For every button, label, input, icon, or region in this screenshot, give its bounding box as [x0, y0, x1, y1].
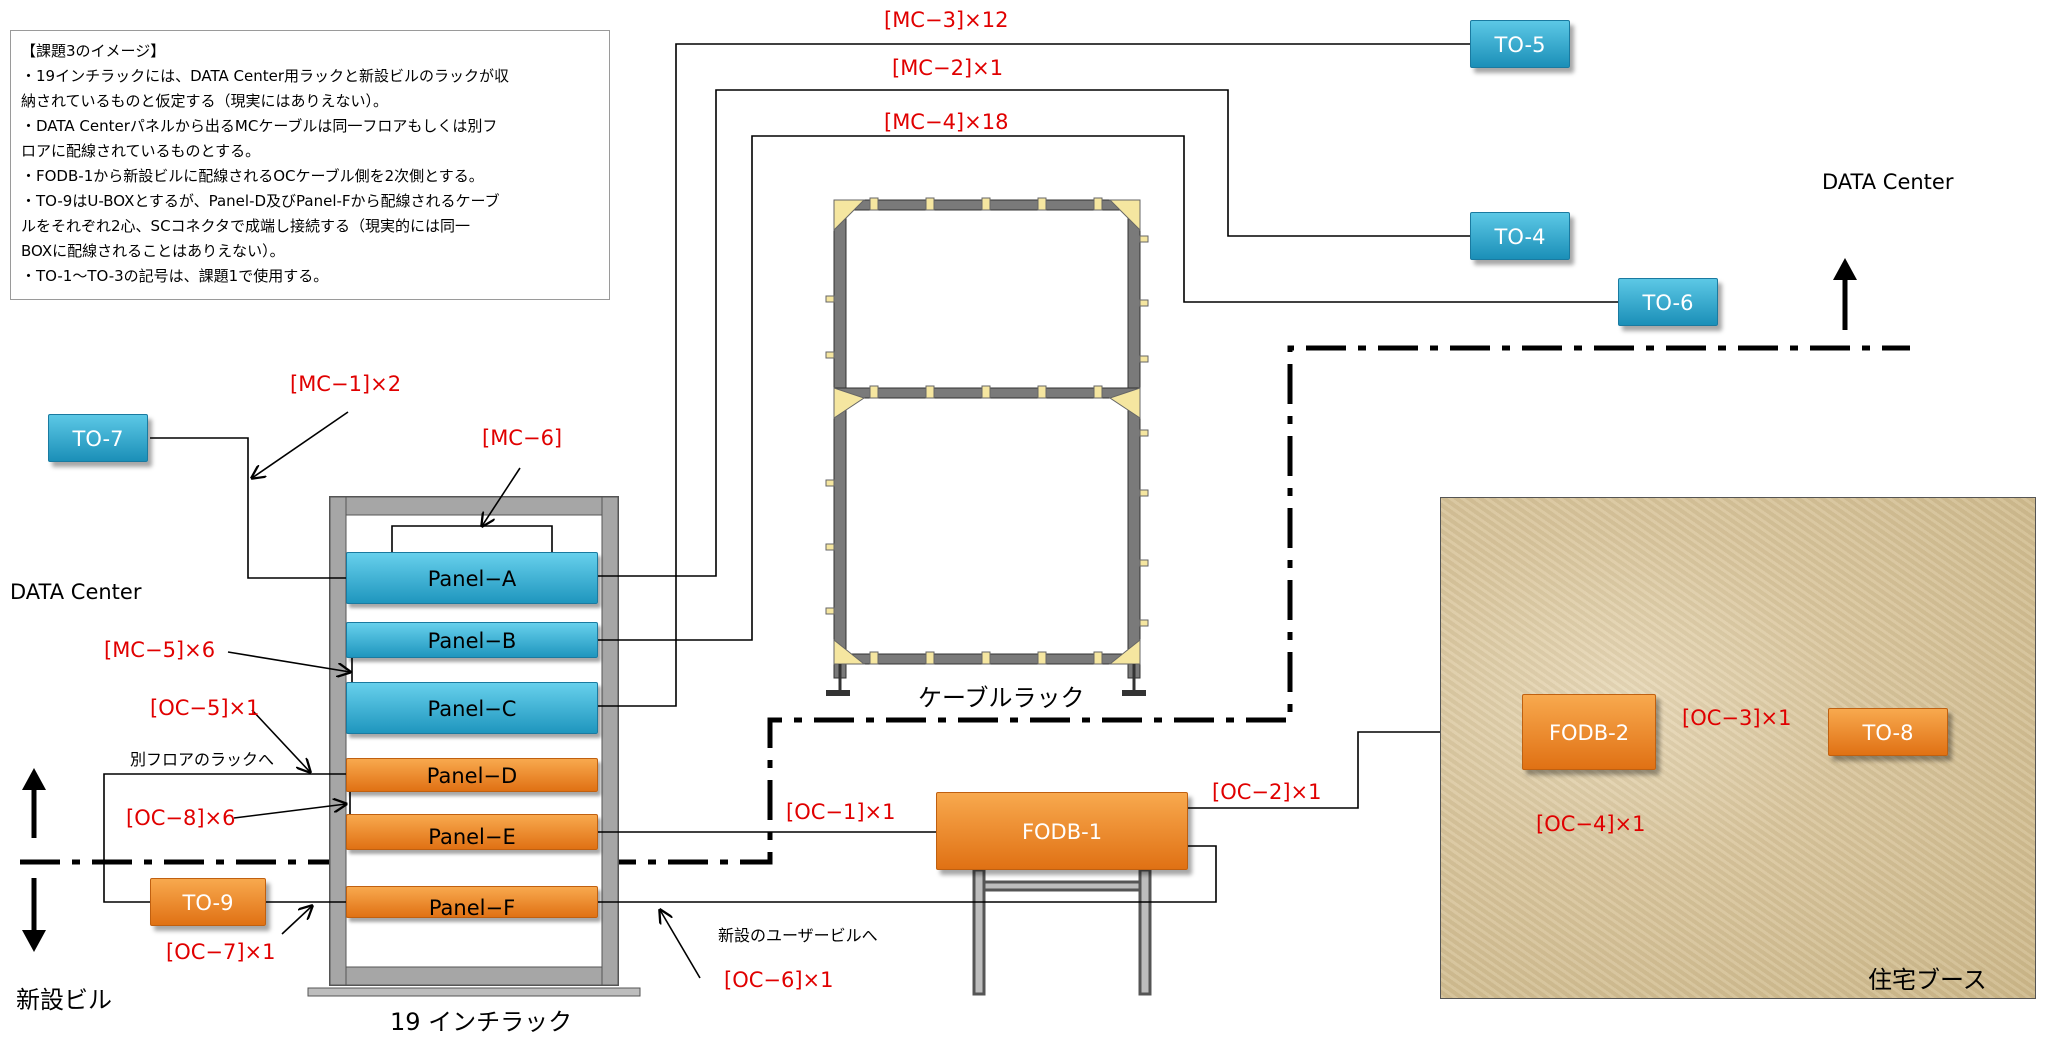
panel-c[interactable]: Panel−C	[346, 682, 598, 734]
to5-outlet[interactable]: TO-5	[1470, 20, 1570, 68]
housing-booth-label: 住宅ブース	[1868, 966, 1987, 994]
fodb2-box[interactable]: FODB-2	[1522, 694, 1656, 770]
cable-lines	[103, 43, 1828, 903]
notes-line: ・FODB-1から新設ビルに配線されるOCケーブル側を2次側とする。	[21, 167, 484, 185]
cable-label-oc5: [OC−5]×1	[150, 696, 260, 720]
panel-e[interactable]: Panel−E	[346, 814, 598, 850]
panel-f[interactable]: Panel−F	[346, 886, 598, 920]
notes-box: 【課題3のイメージ】 ・19インチラックには、DATA Center用ラックと新…	[10, 30, 610, 300]
notes-line: 納されているものと仮定する（現実にはありえない）。	[21, 92, 389, 110]
cable-label-oc3: [OC−3]×1	[1682, 706, 1792, 730]
to7-outlet[interactable]: TO-7	[48, 414, 148, 462]
cable-label-mc3: [MC−3]×12	[884, 8, 1009, 32]
cable-label-oc1: [OC−1]×1	[786, 800, 896, 824]
label-arrows	[227, 411, 701, 979]
to8-outlet[interactable]: TO-8	[1828, 708, 1948, 756]
user-building-label: 新設のユーザービルへ	[718, 926, 878, 945]
panel-a[interactable]: Panel−A	[346, 552, 598, 604]
cable-label-mc5: [MC−5]×6	[104, 638, 216, 662]
fodb1-stand	[972, 868, 1152, 996]
cable-label-mc4: [MC−4]×18	[884, 110, 1009, 134]
notes-line: ・19インチラックには、DATA Center用ラックと新設ビルのラックが収	[21, 67, 509, 85]
cable-label-mc6: [MC−6]	[482, 426, 563, 450]
cable-label-oc2: [OC−2]×1	[1212, 780, 1322, 804]
data-center-label: DATA Center	[10, 580, 142, 604]
cable-label-oc4: [OC−4]×1	[1536, 812, 1646, 836]
cable-label-mc1: [MC−1]×2	[290, 372, 402, 396]
notes-line: ・DATA Centerパネルから出るMCケーブルは同一フロアもしくは別フ	[21, 117, 498, 135]
cable-label-oc7: [OC−7]×1	[166, 940, 276, 964]
cable-rack	[825, 197, 1149, 696]
cable-label-mc2: [MC−2]×1	[892, 56, 1004, 80]
direction-arrows	[22, 258, 1857, 952]
notes-line: ・TO-9はU-BOXとするが、Panel-D及びPanel-Fから配線されるケ…	[21, 192, 500, 210]
notes-line: ロアに配線されているものとする。	[21, 142, 261, 160]
to4-outlet[interactable]: TO-4	[1470, 212, 1570, 260]
notes-line: ・TO-1〜TO-3の記号は、課題1で使用する。	[21, 267, 329, 285]
cable-label-oc6: [OC−6]×1	[724, 968, 834, 992]
fodb1-box[interactable]: FODB-1	[936, 792, 1188, 870]
data-center-label: DATA Center	[1822, 170, 1954, 194]
new-building-label: 新設ビル	[16, 986, 112, 1014]
notes-line: ルをそれぞれ2心、SCコネクタで成端し接続する（現実的には同一	[21, 217, 470, 235]
to9-outlet[interactable]: TO-9	[150, 878, 266, 926]
panel-b[interactable]: Panel−B	[346, 622, 598, 658]
cable-rack-label: ケーブルラック	[918, 684, 1085, 712]
rack-19-label: 19 インチラック	[390, 1008, 573, 1036]
notes-title: 【課題3のイメージ】	[21, 42, 166, 60]
other-floor-label: 別フロアのラックへ	[130, 750, 275, 769]
boundary-line	[20, 345, 1910, 865]
panel-d[interactable]: Panel−D	[346, 758, 598, 792]
notes-line: BOXに配線されることはありえない）。	[21, 242, 285, 260]
cable-label-oc8: [OC−8]×6	[126, 806, 236, 830]
to6-outlet[interactable]: TO-6	[1618, 278, 1718, 326]
